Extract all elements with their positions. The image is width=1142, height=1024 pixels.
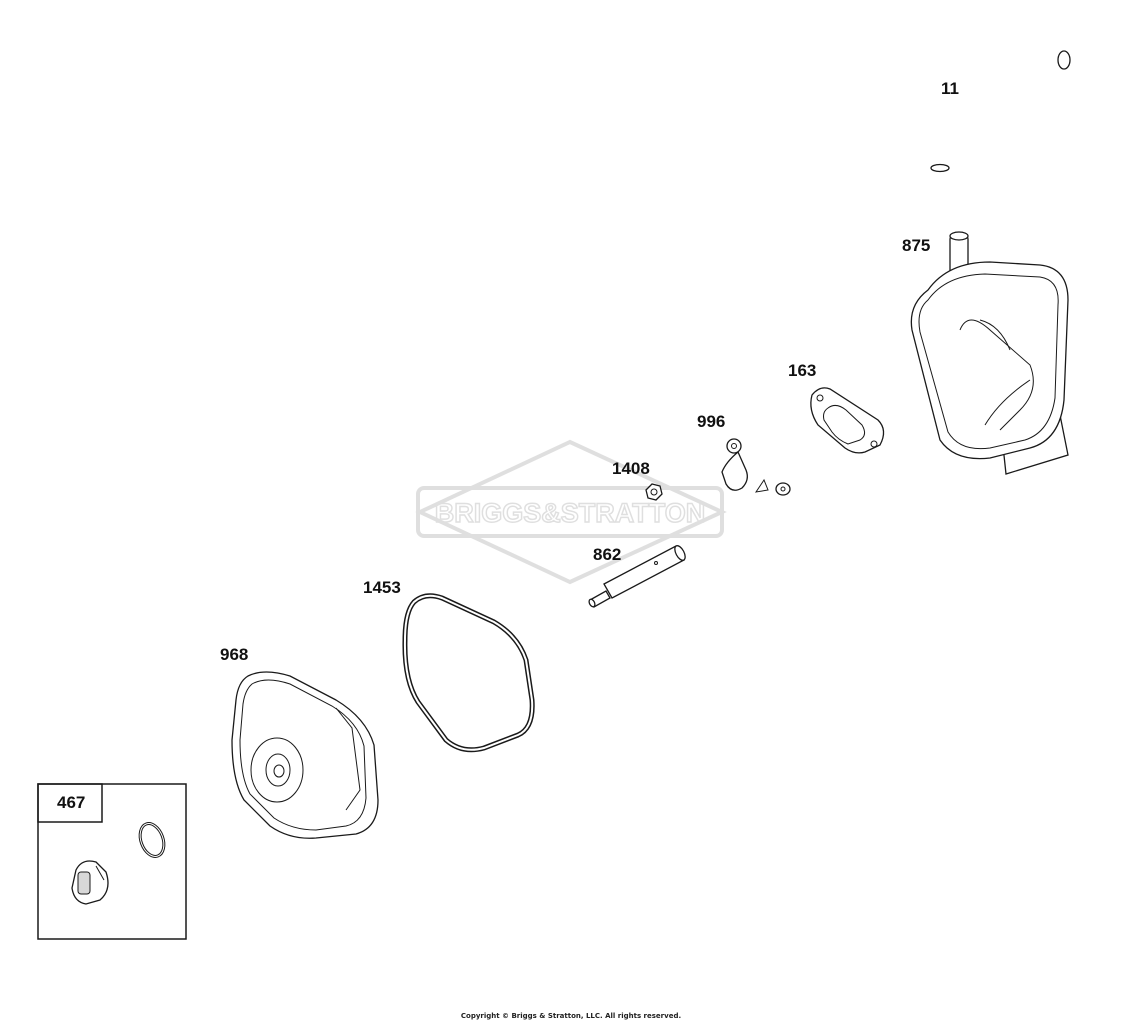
briggs-stratton-watermark-logo: BRIGGS&STRATTON (415, 439, 727, 585)
part-467-o-ring-icon (138, 822, 166, 858)
part-968-air-cleaner-cover (231, 671, 379, 839)
part-163-gasket (810, 387, 885, 454)
part-996-bracket (721, 438, 791, 496)
callout-1408: 1408 (612, 459, 650, 478)
callout-163: 163 (788, 361, 817, 380)
callout-968: 968 (220, 645, 249, 664)
callout-467: 467 (57, 793, 86, 812)
callout-862: 862 (593, 545, 622, 564)
copyright-notice: Copyright © Briggs & Stratton, LLC. All … (460, 1012, 682, 1020)
callout-11: 11 (941, 79, 959, 98)
part-11-breather-tube (930, 50, 1071, 176)
svg-text:BRIGGS&STRATTON: BRIGGS&STRATTON (435, 498, 706, 528)
part-1408-nut (645, 483, 663, 501)
part-467-knob-icon (71, 860, 109, 905)
part-1453-seal-ring (402, 593, 535, 753)
part-875-air-cleaner-base (910, 231, 1069, 475)
callout-996: 996 (697, 412, 726, 431)
callout-1453: 1453 (363, 578, 401, 597)
callout-875: 875 (902, 236, 931, 255)
part-467-kit-box (37, 783, 187, 940)
part-862-stud (588, 545, 686, 608)
